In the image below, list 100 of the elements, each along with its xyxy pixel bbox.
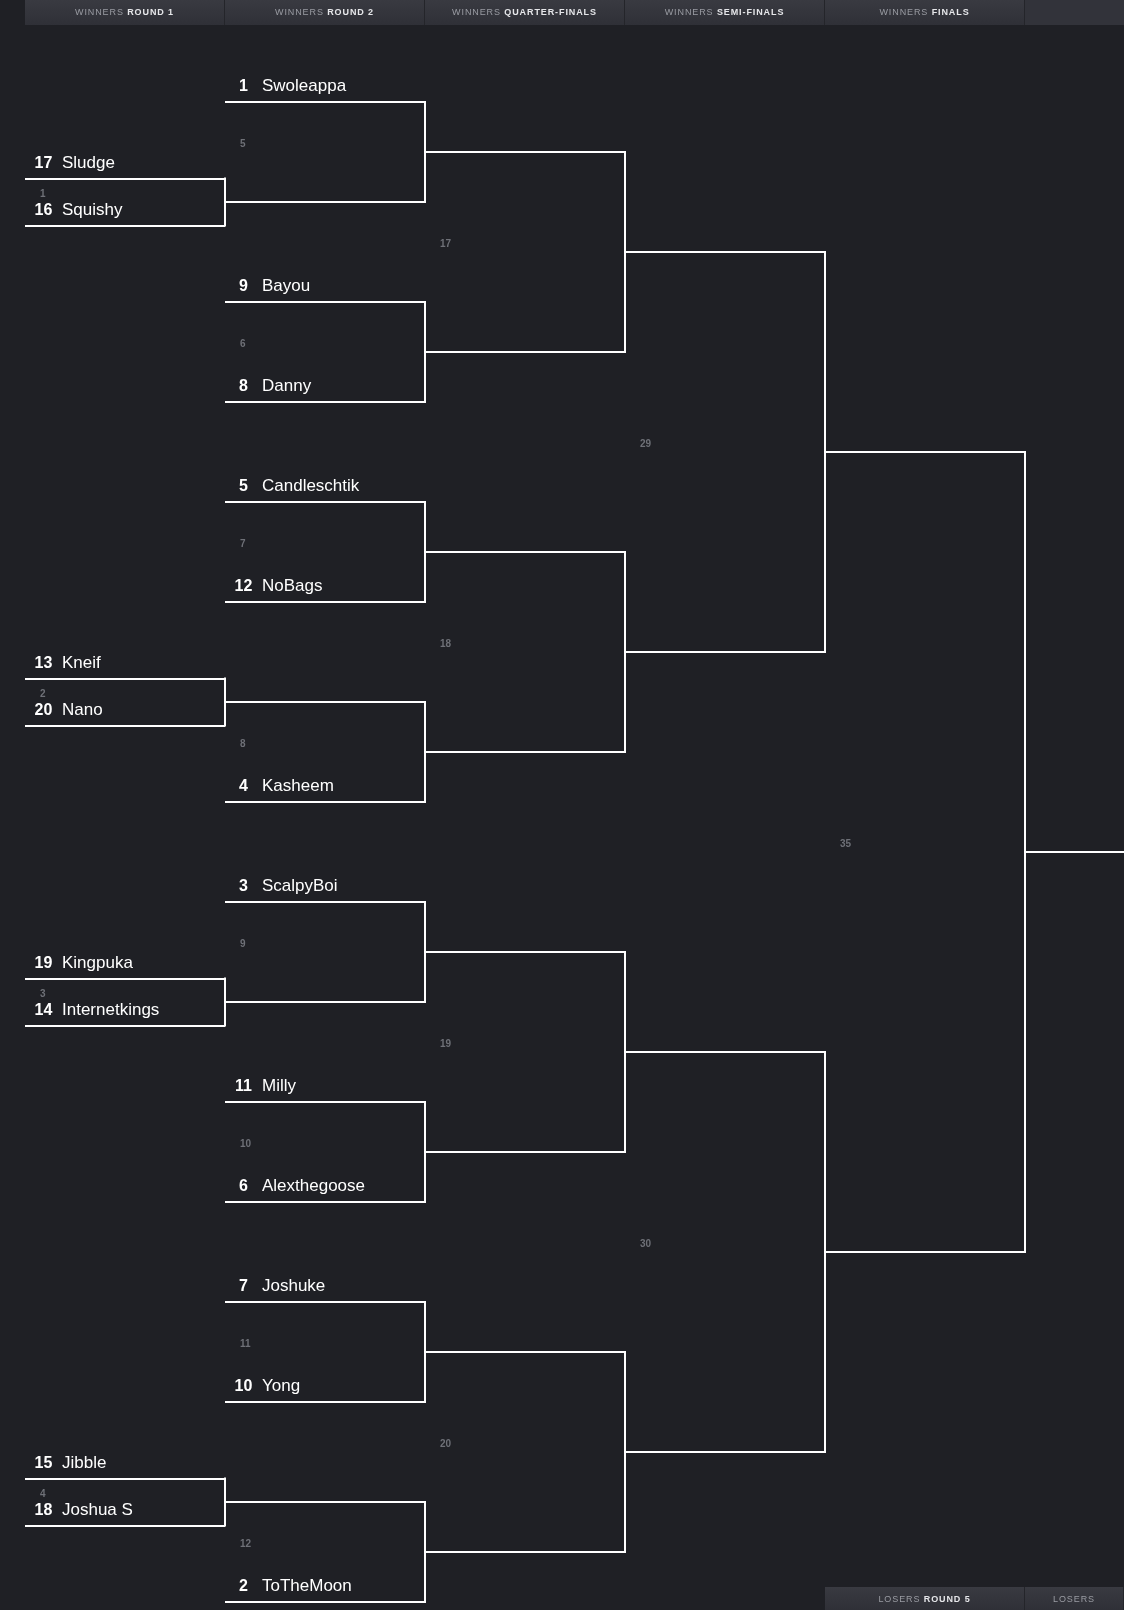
bracket-line [1024,450,1026,854]
match-number: 9 [240,939,246,949]
bracket-line [424,1550,426,1604]
round-header: WINNERS QUARTER-FINALS [425,0,625,25]
player-name: Joshuke [262,1276,326,1296]
match-number: 18 [440,639,452,649]
bracket-line [424,150,426,204]
bracket-line [224,1000,226,1028]
bracket-line [424,100,426,154]
player-name: Nano [62,699,103,720]
match-number: 29 [640,439,652,449]
player-name: Kasheem [262,776,334,796]
round-header: LOSERS [1025,1587,1124,1610]
match-number: 20 [440,1439,452,1449]
round-header: WINNERS SEMI-FINALS [625,0,825,25]
bracket-line [624,550,626,654]
seed-number: 8 [239,376,248,396]
player-name: Sludge [62,152,115,173]
seed-number: 14 [34,999,53,1020]
seed-number: 19 [34,952,53,973]
bracket-line [624,250,626,354]
match-number: 17 [440,239,452,249]
bracket-line [424,750,426,804]
seed-number: 7 [239,1276,248,1296]
match-number: 6 [240,339,246,349]
match-number: 12 [240,1539,252,1549]
player-name: Alexthegoose [262,1176,366,1196]
player-name: Candleschtik [262,476,360,496]
bracket-line [224,976,226,1004]
bracket-line [824,1050,826,1254]
bracket-line [224,676,226,704]
bracket-line [624,1050,626,1154]
bracket-line [424,900,426,954]
round-header: WINNERS ROUND 2 [225,0,425,25]
seed-number: 10 [234,1376,253,1396]
seed-number: 6 [239,1176,248,1196]
bracket-line [424,550,426,604]
match-number: 5 [240,139,246,149]
bracket-line [424,350,426,404]
bracket-line [224,700,226,728]
bracket-line [1024,850,1026,1254]
player-name: Internetkings [62,999,160,1020]
round-header: WINNERS FINALS [825,0,1025,25]
seed-number: 11 [235,1076,252,1096]
bracket-line [424,300,426,354]
match-number: 11 [240,1339,251,1349]
seed-number: 3 [239,876,248,896]
bracket-line [424,500,426,554]
player-name: Bayou [262,276,311,296]
match-number: 35 [840,839,852,849]
seed-number: 1 [239,76,248,96]
bracket-line [824,1250,826,1454]
bracket-line [224,1476,226,1504]
bracket-line [424,1100,426,1154]
player-name: Kingpuka [62,952,133,973]
seed-number: 18 [34,1499,53,1520]
bracket-line [624,650,626,754]
player-name: ScalpyBoi [262,876,338,896]
match-number: 8 [240,739,246,749]
bracket-line [424,1500,426,1554]
bracket-line [424,1150,426,1204]
round-header: WINNERS ROUND 1 [25,0,225,25]
bracket-line [824,450,826,654]
player-name: Jibble [62,1452,107,1473]
bracket-line [424,700,426,754]
player-name: Joshua S [62,1499,133,1520]
bracket-line [624,950,626,1054]
player-name: NoBags [262,576,323,596]
seed-number: 13 [34,652,53,673]
seed-number: 2 [239,1576,248,1596]
seed-number: 5 [239,476,248,496]
bracket-line [224,176,226,204]
bracket-line [224,200,226,228]
match-number: 3 [40,989,46,999]
seed-number: 12 [234,576,253,596]
bracket-line [824,250,826,454]
match-number: 4 [40,1489,46,1499]
match-number: 19 [440,1039,452,1049]
seed-number: 20 [34,699,53,720]
bracket-line [624,1350,626,1454]
seed-number: 17 [34,152,53,173]
player-name: Milly [262,1076,296,1096]
player-name: Swoleappa [262,76,347,96]
bracket-line [624,150,626,254]
player-name: Yong [262,1376,301,1396]
match-number: 30 [640,1239,652,1249]
seed-number: 4 [239,776,248,796]
player-name: Danny [262,376,312,396]
seed-number: 16 [34,199,53,220]
player-name: Squishy [62,199,123,220]
match-number: 7 [240,539,246,549]
player-name: Kneif [62,652,101,673]
match-number: 10 [240,1139,252,1149]
round-header: LOSERS ROUND 5 [825,1587,1025,1610]
seed-number: 15 [34,1452,53,1473]
bracket-line [424,950,426,1004]
bracket-line [424,1350,426,1404]
match-number: 1 [40,189,46,199]
match-number: 2 [40,689,46,699]
bracket-line [624,1450,626,1554]
